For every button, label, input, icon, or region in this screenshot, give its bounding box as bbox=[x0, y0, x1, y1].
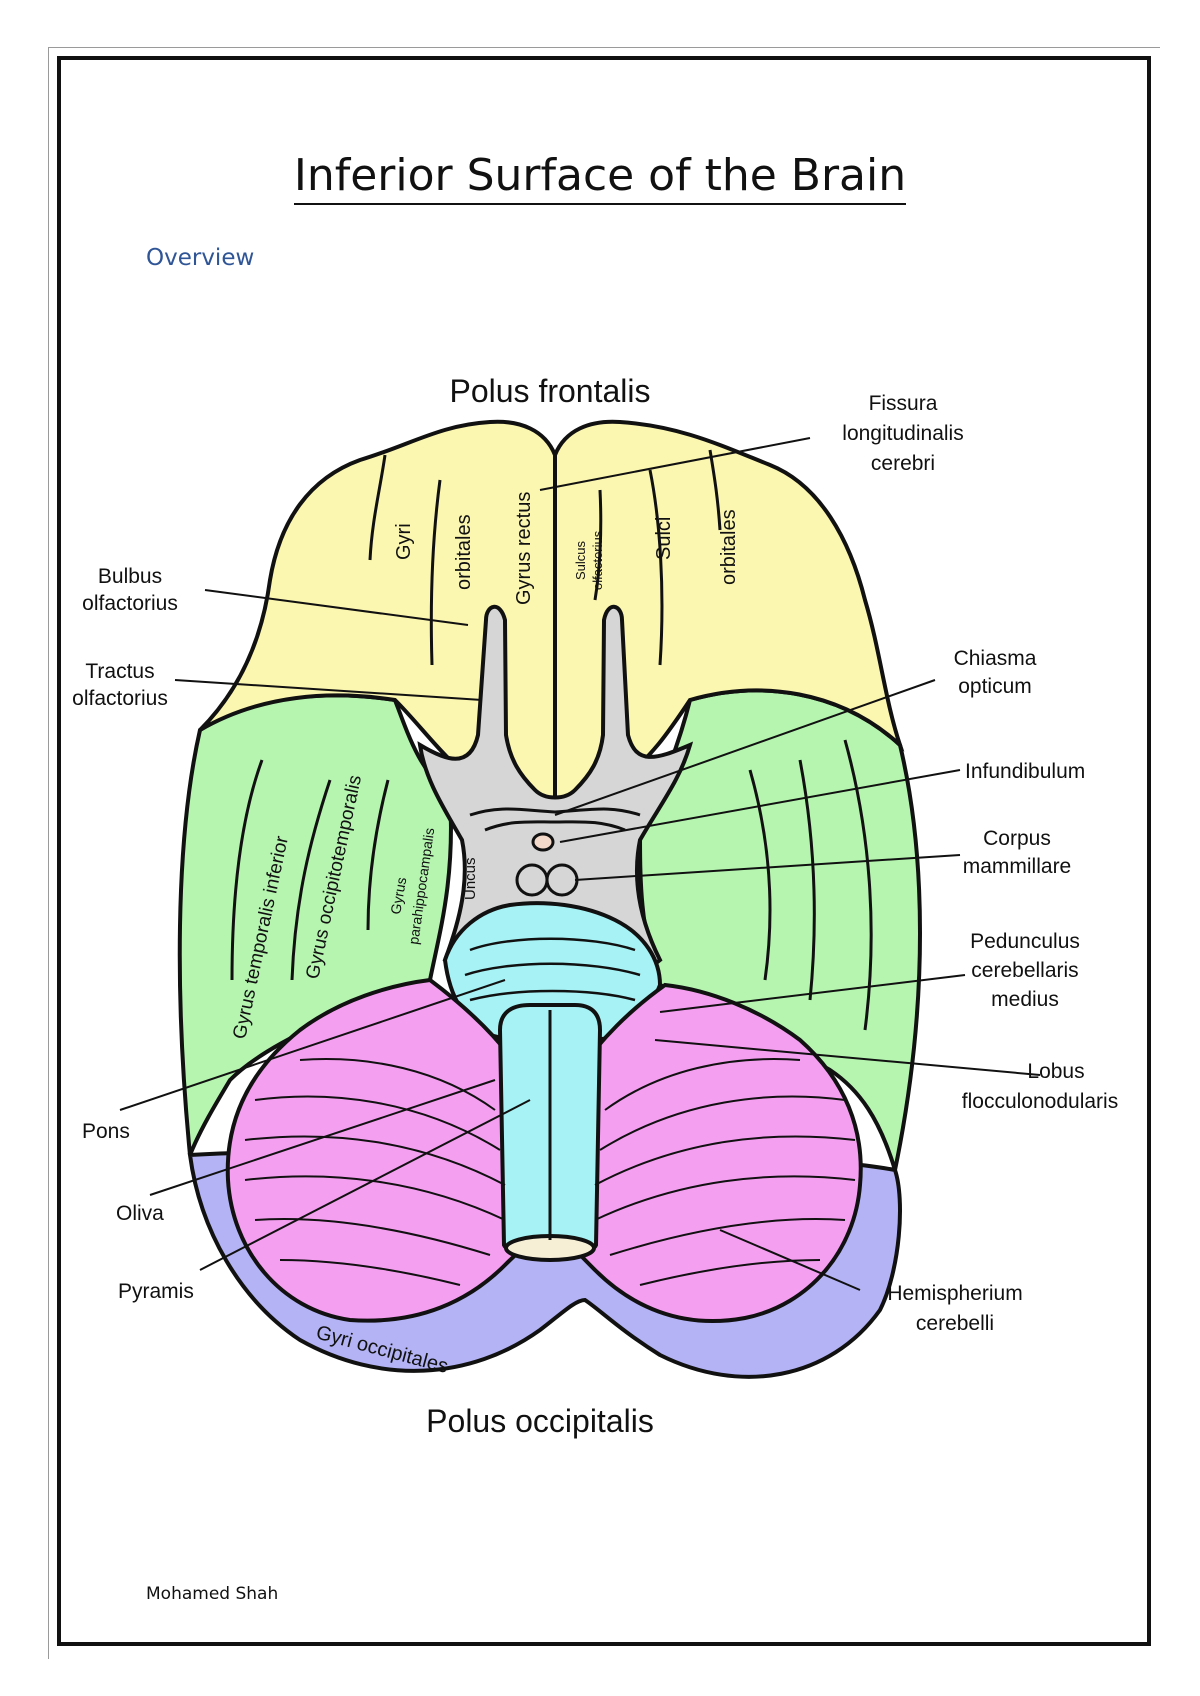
page-border bbox=[57, 56, 1151, 1646]
label-gyri: Gyri bbox=[393, 523, 415, 560]
label-gyrus-para: Gyrus bbox=[387, 876, 409, 916]
label-uncus: Uncus bbox=[462, 857, 479, 900]
label-fissura: Fissura bbox=[869, 392, 938, 415]
label-fissura-longitudinalis: longitudinalis bbox=[842, 422, 963, 445]
page-top-rule bbox=[48, 47, 1160, 48]
label-pedunculus-medius: medius bbox=[991, 988, 1059, 1011]
infundibulum-shape bbox=[531, 832, 555, 852]
leader-lines bbox=[119, 437, 1041, 1291]
label-chiasma-opticum: opticum bbox=[958, 675, 1032, 698]
label-orbitales-left: orbitales bbox=[453, 514, 475, 590]
label-gyrus-rectus: Gyrus rectus bbox=[513, 492, 535, 605]
label-tractus: Tractus bbox=[85, 660, 154, 683]
label-chiasma: Chiasma bbox=[954, 647, 1037, 670]
label-polus-occipitalis: Polus occipitalis bbox=[426, 1403, 654, 1439]
section-heading: Overview bbox=[146, 245, 255, 271]
chiasma-lines bbox=[469, 807, 641, 832]
label-orbitales-right: orbitales bbox=[718, 509, 740, 585]
label-pedunculus-cerebellaris: cerebellaris bbox=[971, 959, 1078, 982]
label-corpus: Corpus bbox=[983, 827, 1051, 850]
mammillary-body-right bbox=[545, 863, 579, 897]
pons-fibres bbox=[464, 937, 641, 1002]
frontal-lobe-left bbox=[198, 419, 557, 803]
label-hemispherium: Hemispherium bbox=[887, 1282, 1022, 1305]
label-sulcus: Sulcus bbox=[573, 540, 588, 580]
label-lobus: Lobus bbox=[1027, 1060, 1084, 1083]
label-polus-frontalis: Polus frontalis bbox=[450, 373, 651, 409]
label-pyramis: Pyramis bbox=[118, 1280, 194, 1303]
label-corpus-mammillare: mammillare bbox=[963, 855, 1072, 878]
label-lobus-flocculonodularis: flocculonodularis bbox=[962, 1090, 1118, 1113]
page-left-rule bbox=[48, 47, 49, 1659]
label-pedunculus: Pedunculus bbox=[970, 930, 1080, 953]
label-fissura-cerebri: cerebri bbox=[871, 452, 935, 475]
label-infundibulum: Infundibulum bbox=[965, 760, 1085, 783]
author-name: Mohamed Shah bbox=[146, 1584, 279, 1604]
document-title-container: Inferior Surface of the Brain bbox=[0, 150, 1200, 205]
mammillary-body-left bbox=[515, 863, 549, 897]
label-bulbus-olfactorius: olfactorius bbox=[82, 592, 178, 615]
label-bulbus: Bulbus bbox=[98, 565, 162, 588]
cerebellum-folia bbox=[244, 1058, 856, 1286]
label-hemispherium-cerebelli: cerebelli bbox=[916, 1312, 994, 1335]
sulci-lines bbox=[230, 449, 873, 1031]
brain-inferior-diagram: Polus frontalis Polus occipitalis Gyri o… bbox=[72, 373, 1118, 1439]
label-olfactorius-inner: olfactorius bbox=[590, 530, 605, 590]
label-pons: Pons bbox=[82, 1120, 130, 1143]
label-oliva: Oliva bbox=[116, 1202, 164, 1225]
document-title: Inferior Surface of the Brain bbox=[293, 150, 907, 205]
label-sulci: Sulci bbox=[653, 517, 675, 560]
label-tractus-olfactorius: olfactorius bbox=[72, 687, 168, 710]
